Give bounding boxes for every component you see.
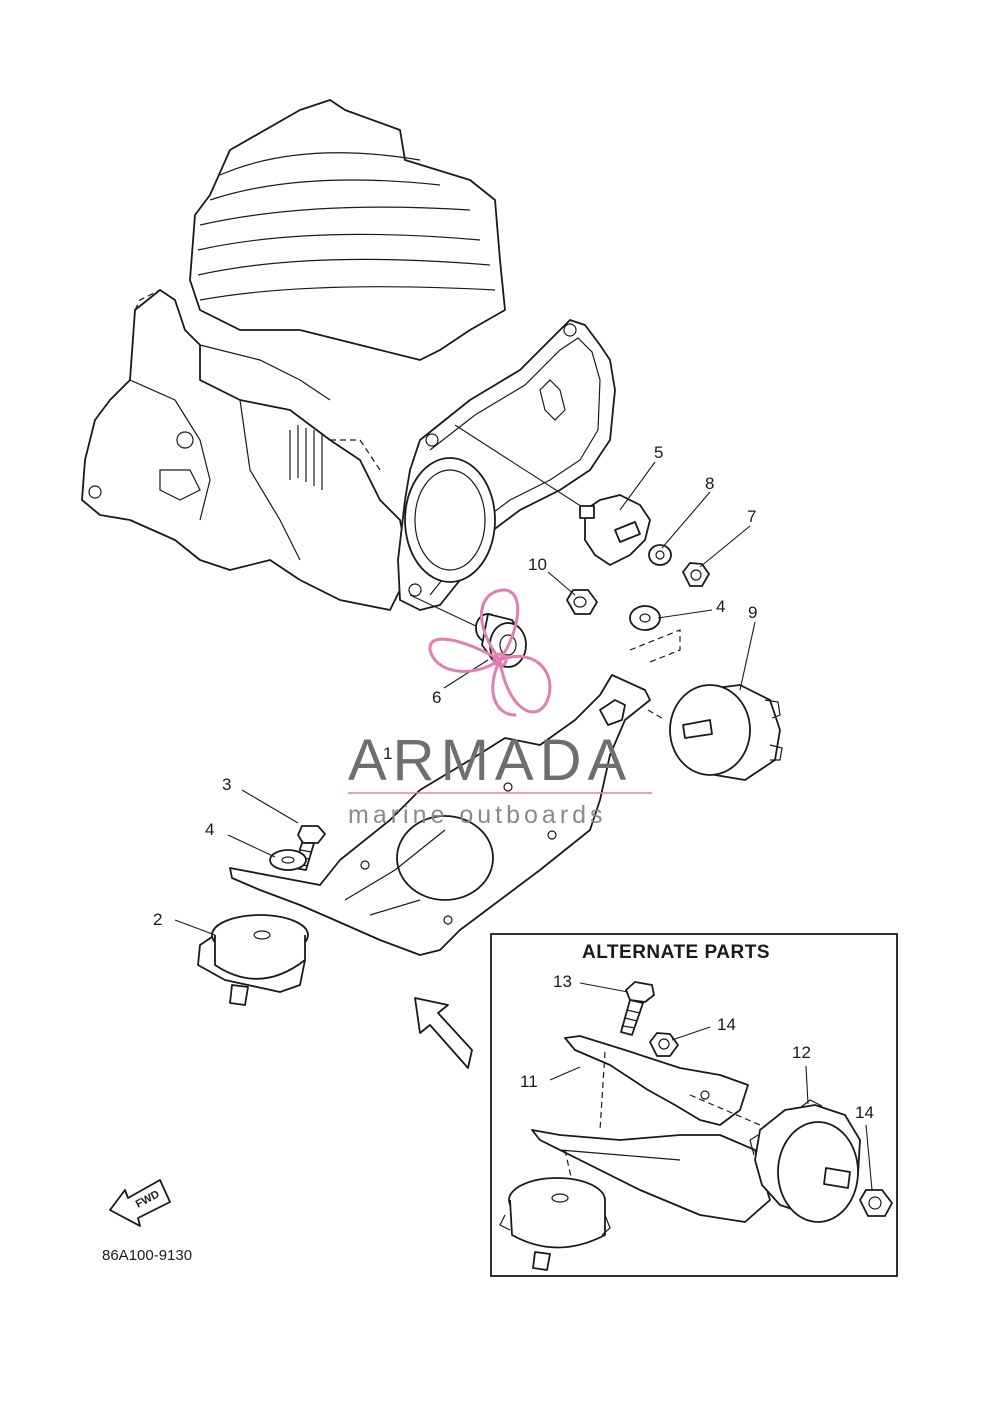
diagram-code: 86A100-9130 <box>102 1247 192 1264</box>
callout-4-lower: 4 <box>205 820 214 839</box>
callout-leader-lines <box>174 461 873 1191</box>
part-5-mount-plate <box>579 494 651 566</box>
callout-7: 7 <box>747 507 756 526</box>
alternate-parts-box <box>490 933 898 1277</box>
part-7-nut <box>682 562 710 587</box>
part-2-rubber-mount <box>197 914 309 1006</box>
callout-11: 11 <box>520 1072 538 1091</box>
engine-block <box>81 99 616 611</box>
alternate-parts-title: ALTERNATE PARTS <box>582 942 770 963</box>
callout-14-right: 14 <box>855 1103 874 1122</box>
callout-6: 6 <box>432 688 441 707</box>
callout-4-upper: 4 <box>716 597 725 616</box>
watermark-brand: ARMADA <box>348 728 632 793</box>
callout-8: 8 <box>705 474 714 493</box>
part-10-nut <box>566 589 598 615</box>
part-9-rubber-mount <box>629 629 783 781</box>
callout-14-upper: 14 <box>717 1015 736 1034</box>
armada-watermark: ARMADA marine outboards <box>348 588 652 829</box>
part-1-mount-bracket <box>229 674 651 956</box>
alternate-parts-pointer-arrow <box>414 997 473 1069</box>
part-4-washer-lower <box>269 849 307 871</box>
callout-3: 3 <box>222 775 231 794</box>
callout-2: 2 <box>153 910 162 929</box>
part-4-washer-upper <box>629 605 661 631</box>
callout-1: 1 <box>383 744 392 763</box>
callout-9: 9 <box>748 603 757 622</box>
watermark-tagline: marine outboards <box>348 801 607 829</box>
callout-13: 13 <box>553 972 572 991</box>
propeller-logo-icon <box>428 588 552 717</box>
part-8-washer <box>648 544 672 566</box>
callout-10: 10 <box>528 555 547 574</box>
callout-5: 5 <box>654 443 663 462</box>
callout-12: 12 <box>792 1043 811 1062</box>
fwd-arrow: FWD <box>109 1179 171 1227</box>
callout-numbers: 5 8 7 10 4 9 6 1 3 4 2 13 14 11 12 14 <box>153 443 874 1122</box>
